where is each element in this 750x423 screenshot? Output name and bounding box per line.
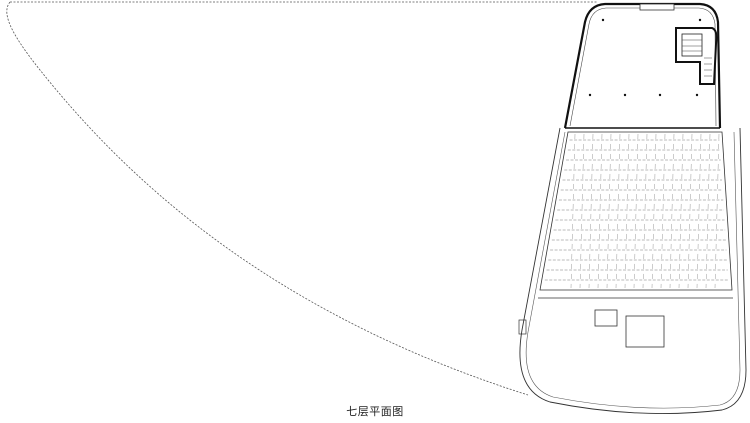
left-edge-post (518, 319, 527, 335)
terrace-inner-edge (525, 131, 741, 409)
upper-room-wall (563, 2, 722, 129)
column-dots (588, 18, 702, 97)
upper-room-inner-line (569, 7, 717, 127)
louver-column (633, 133, 639, 289)
louver-column (597, 133, 603, 289)
dashed-canopy-outline (6, 1, 598, 396)
louver-column (669, 133, 675, 289)
terrace-outer-edge (519, 127, 747, 415)
louver-column (651, 133, 657, 289)
louver-column (660, 133, 666, 289)
louver-column (579, 133, 585, 289)
louver-column (687, 133, 693, 289)
louver-column (696, 133, 702, 289)
large-furniture-block (625, 315, 665, 348)
louver-column (624, 133, 630, 289)
louver-column (615, 133, 621, 289)
louver-column (570, 133, 576, 289)
louver-column (714, 133, 720, 289)
louver-hatching (544, 133, 729, 289)
louver-column (678, 133, 684, 289)
louver-column (705, 133, 711, 289)
small-furniture-block (594, 309, 618, 327)
louver-column (588, 133, 594, 289)
louver-column (606, 133, 612, 289)
stair-core (675, 27, 718, 85)
drawing-caption: 七层平面图 (346, 405, 404, 418)
louver-column (642, 133, 648, 289)
seating-zone-frame (539, 131, 733, 291)
top-opening (639, 3, 675, 11)
